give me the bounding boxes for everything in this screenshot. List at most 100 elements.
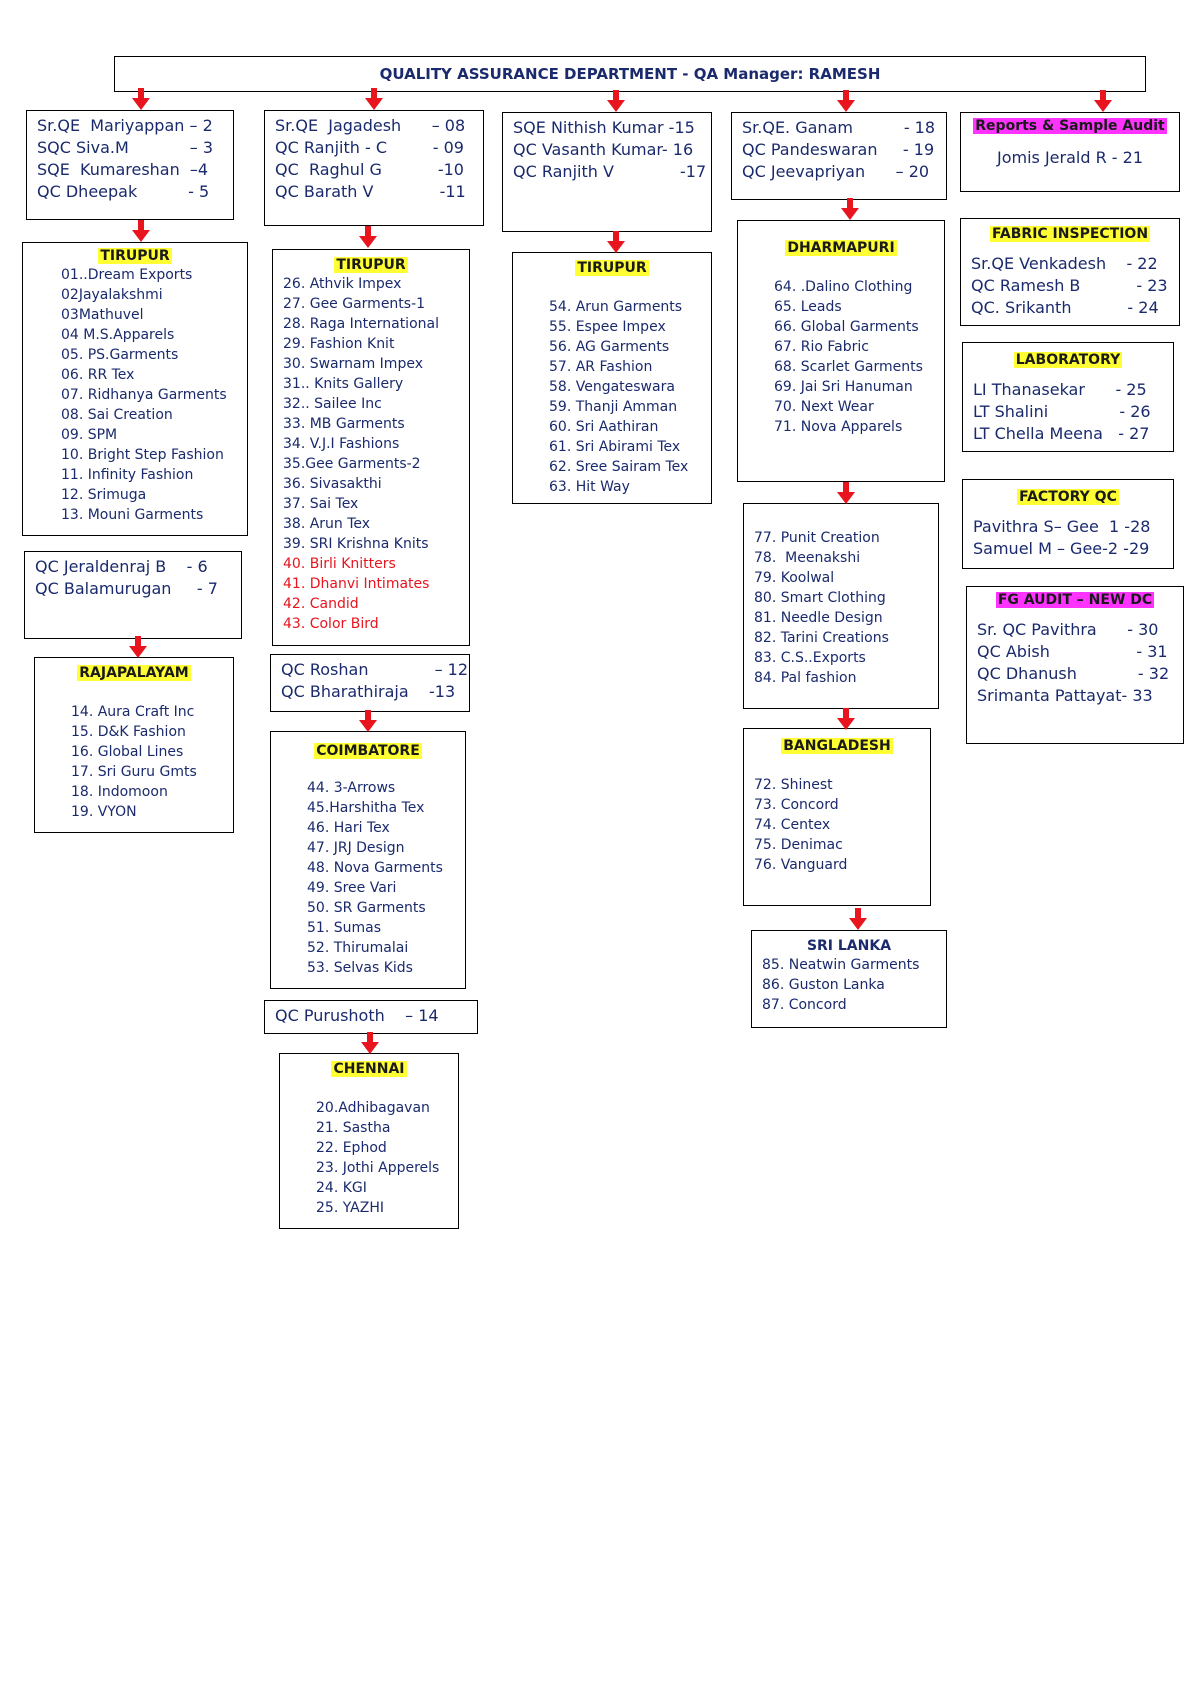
customer-list: 54. Arun Garments 55. Espee Impex 56. AG…: [513, 297, 711, 497]
team-member: Sr. QC Pavithra - 30: [977, 620, 1159, 639]
list-item: 44. 3-Arrows: [307, 780, 396, 796]
rajapalayam-box: RAJAPALAYAM 14. Aura Craft Inc 15. D&K F…: [34, 657, 234, 833]
tirupur-box-col2: TIRUPUR 26. Athvik Impex 27. Gee Garment…: [272, 249, 470, 646]
customer-list: 01..Dream Exports 02Jayalakshmi 03Mathuv…: [23, 265, 247, 525]
customer-list: 26. Athvik Impex 27. Gee Garments-1 28. …: [273, 274, 469, 634]
srilanka-box: SRI LANKA 85. Neatwin Garments 86. Gusto…: [751, 930, 947, 1028]
list-item: 06. RR Tex: [61, 367, 135, 383]
list-item: 71. Nova Apparels: [774, 419, 903, 435]
team-member: Sr.QE Mariyappan – 2: [37, 116, 213, 135]
list-item: 23. Jothi Apperels: [316, 1160, 440, 1176]
list-item: 33. MB Garments: [283, 416, 405, 432]
team-member: QC Ranjith - C - 09: [275, 138, 464, 157]
team-member: Pavithra S– Gee 1 -28: [973, 517, 1151, 536]
list-item: 70. Next Wear: [774, 399, 874, 415]
list-item: 40. Birli Knitters: [283, 556, 396, 572]
team-member: QC Jeevapriyan – 20: [742, 162, 930, 181]
list-item: 39. SRI Krishna Knits: [283, 536, 429, 552]
list-item: 55. Espee Impex: [549, 319, 666, 335]
team-member: LT Chella Meena - 27: [973, 424, 1150, 443]
list-item: 57. AR Fashion: [549, 359, 653, 375]
chennai-box: CHENNAI 20.Adhibagavan 21. Sastha 22. Ep…: [279, 1053, 459, 1229]
team-member: SQE Kumareshan –4: [37, 160, 209, 179]
list-item: 17. Sri Guru Gmts: [71, 764, 197, 780]
list-item: 63. Hit Way: [549, 479, 630, 495]
list-item: 74. Centex: [754, 817, 831, 833]
region-title: CHENNAI: [331, 1061, 407, 1077]
department-title: QUALITY ASSURANCE DEPARTMENT - QA Manage…: [379, 65, 881, 83]
region-title: COIMBATORE: [314, 743, 422, 759]
team-member: QC Ramesh B - 23: [971, 276, 1168, 295]
list-item: 16. Global Lines: [71, 744, 184, 760]
bangladesh-box: BANGLADESH 72. Shinest 73. Concord 74. C…: [743, 728, 931, 906]
list-item: 62. Sree Sairam Tex: [549, 459, 689, 475]
list-item: 48. Nova Garments: [307, 860, 443, 876]
list-item: 12. Srimuga: [61, 487, 147, 503]
list-item: 54. Arun Garments: [549, 299, 683, 315]
team-member: QC Raghul G -10: [275, 160, 464, 179]
list-item: 73. Concord: [754, 797, 839, 813]
customer-list: 44. 3-Arrows 45.Harshitha Tex 46. Hari T…: [271, 778, 465, 978]
arrow-down-icon: [849, 908, 867, 930]
list-item: 15. D&K Fashion: [71, 724, 186, 740]
list-item: 04 M.S.Apparels: [61, 327, 175, 343]
list-item: 59. Thanji Amman: [549, 399, 678, 415]
team-member: Samuel M – Gee-2 -29: [973, 539, 1150, 558]
list-item: 53. Selvas Kids: [307, 960, 413, 976]
arrow-down-icon: [607, 231, 625, 253]
team2-box-col1: QC Jeraldenraj B - 6 QC Balamurugan - 7: [24, 551, 242, 639]
customer-list: 85. Neatwin Garments 86. Guston Lanka 87…: [752, 955, 946, 1015]
arrow-down-icon: [361, 1032, 379, 1054]
list-item: 43. Color Bird: [283, 616, 379, 632]
team3-box-col2: QC Purushoth – 14: [264, 1000, 478, 1034]
list-item: 82. Tarini Creations: [754, 630, 889, 646]
list-item: 11. Infinity Fashion: [61, 467, 194, 483]
list-item: 52. Thirumalai: [307, 940, 409, 956]
team-member: QC Purushoth – 14: [275, 1006, 439, 1025]
list-item: 21. Sastha: [316, 1120, 391, 1136]
section-title: LABORATORY: [1013, 352, 1123, 368]
fg-audit-box: FG AUDIT – NEW DC Sr. QC Pavithra - 30 Q…: [966, 586, 1184, 744]
list-item: 32.. Sailee Inc: [283, 396, 382, 412]
member-list: Pavithra S– Gee 1 -28 Samuel M – Gee-2 -…: [963, 506, 1173, 564]
list-item: 45.Harshitha Tex: [307, 800, 425, 816]
region-title: TIRUPUR: [575, 260, 649, 276]
customer-list: 64. .Dalino Clothing 65. Leads 66. Globa…: [738, 277, 944, 437]
section-title: Reports & Sample Audit: [973, 118, 1167, 134]
arrow-down-icon: [132, 220, 150, 242]
arrow-down-icon: [837, 708, 855, 730]
list-item: 84. Pal fashion: [754, 670, 857, 686]
list-item: 18. Indomoon: [71, 784, 168, 800]
list-item: 50. SR Garments: [307, 900, 426, 916]
team-member: QC Dhanush - 32: [977, 664, 1170, 683]
list-item: 83. C.S..Exports: [754, 650, 866, 666]
customer-list: 77. Punit Creation 78. Meenakshi 79. Koo…: [744, 528, 938, 688]
section-title: FABRIC INSPECTION: [989, 226, 1151, 242]
list-item: 75. Denimac: [754, 837, 843, 853]
list-item: 29. Fashion Knit: [283, 336, 395, 352]
region-title: TIRUPUR: [98, 248, 172, 264]
list-item: 61. Sri Abirami Tex: [549, 439, 681, 455]
team-member: Sr.QE. Ganam - 18: [742, 118, 936, 137]
team-member: QC Bharathiraja -13: [281, 682, 456, 701]
list-item: 81. Needle Design: [754, 610, 883, 626]
arrow-down-icon: [837, 90, 855, 112]
list-item: 02Jayalakshmi: [61, 287, 163, 303]
list-item: 01..Dream Exports: [61, 267, 193, 283]
list-item: 80. Smart Clothing: [754, 590, 886, 606]
arrow-down-icon: [837, 482, 855, 504]
arrow-down-icon: [359, 226, 377, 248]
list-item: 34. V.J.I Fashions: [283, 436, 400, 452]
tirupur-box-col3: TIRUPUR 54. Arun Garments 55. Espee Impe…: [512, 252, 712, 504]
list-item: 76. Vanguard: [754, 857, 848, 873]
member-list: LI Thanasekar - 25 LT Shalini - 26 LT Ch…: [963, 369, 1173, 449]
team-member: QC Dheepak - 5: [37, 182, 210, 201]
arrow-down-icon: [607, 90, 625, 112]
team-member: QC Roshan – 12: [281, 660, 469, 679]
list-item: 07. Ridhanya Garments: [61, 387, 227, 403]
region-title: BANGLADESH: [781, 738, 893, 754]
list-item: 25. YAZHI: [316, 1200, 385, 1216]
customer-list: 20.Adhibagavan 21. Sastha 22. Ephod 23. …: [280, 1098, 458, 1218]
team-box-col3: SQE Nithish Kumar -15 QC Vasanth Kumar- …: [502, 112, 712, 232]
team-box-col4: Sr.QE. Ganam - 18 QC Pandeswaran - 19 QC…: [731, 112, 947, 200]
